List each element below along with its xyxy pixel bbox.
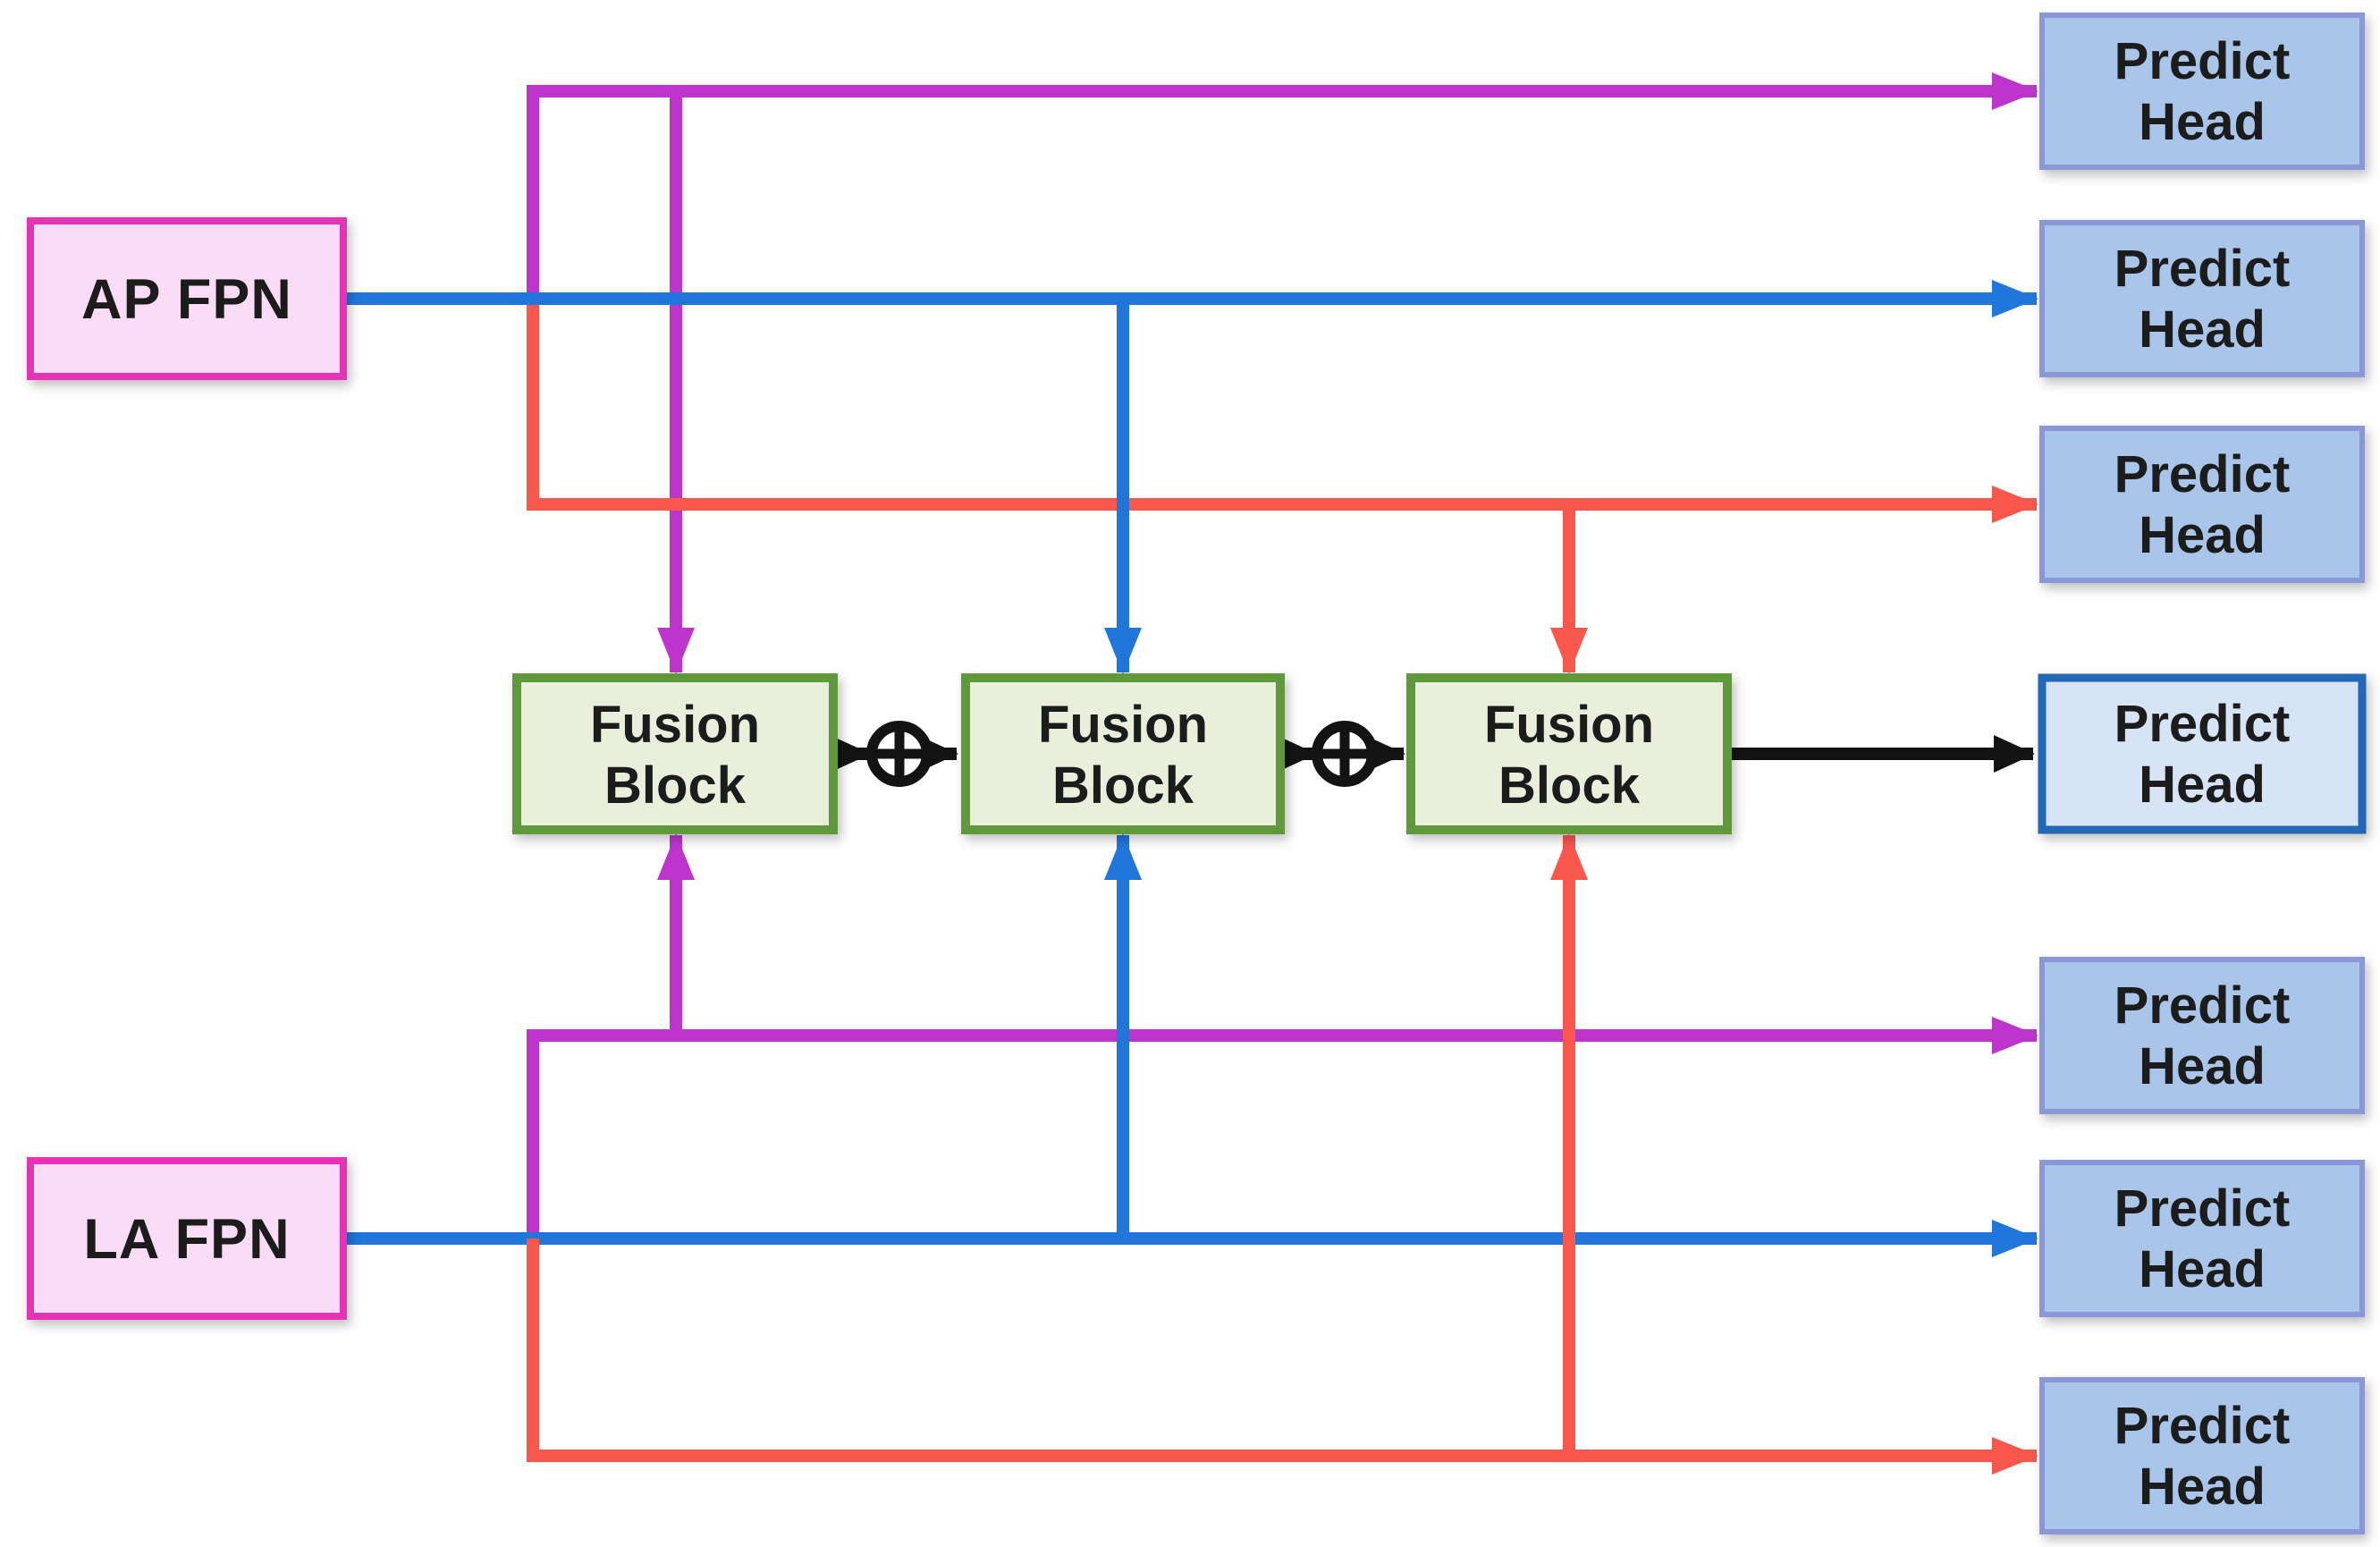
predict-head-label-line2: Head: [2139, 1458, 2266, 1516]
predict-head-label-line1: Predict: [2114, 1397, 2291, 1455]
la-fpn-label: LA FPN: [83, 1208, 290, 1271]
fusion-block-label-line1: Fusion: [1038, 696, 1208, 754]
ap-fpn-box: [27, 217, 347, 380]
predict-head-label-line1: Predict: [2114, 32, 2291, 90]
predict-head-label-line2: Head: [2139, 506, 2266, 564]
fusion-block-label-line1: Fusion: [590, 696, 760, 754]
node-predict-head-3: Predict Head: [2039, 426, 2365, 583]
node-predict-head-7: Predict Head: [2039, 1377, 2365, 1534]
predict-head-box: [2039, 426, 2365, 583]
fusion-block-label-line2: Block: [604, 757, 747, 815]
fusion-block-box: [512, 673, 838, 834]
node-fusion-block-1: Fusion Block: [512, 673, 838, 834]
node-la-fpn: LA FPN: [27, 1157, 347, 1320]
predict-head-box: [2039, 13, 2365, 170]
predict-head-label-line2: Head: [2139, 1037, 2266, 1095]
predict-head-label-line2: Head: [2139, 1240, 2266, 1298]
predict-head-box: [2039, 1160, 2365, 1317]
node-predict-head-4-final: Predict Head: [2038, 673, 2367, 834]
predict-head-label-line2: Head: [2139, 300, 2266, 359]
node-fusion-block-2: Fusion Block: [961, 673, 1285, 834]
predict-head-label-line1: Predict: [2114, 976, 2291, 1035]
predict-head-label-line1: Predict: [2114, 695, 2291, 753]
la-fpn-box: [27, 1157, 347, 1320]
node-ap-fpn: AP FPN: [27, 217, 347, 380]
node-predict-head-6: Predict Head: [2039, 1160, 2365, 1317]
predict-head-label-line1: Predict: [2114, 1179, 2291, 1238]
predict-head-label-line2: Head: [2139, 93, 2266, 151]
predict-head-label-line1: Predict: [2114, 240, 2291, 298]
predict-head-box: [2039, 220, 2365, 377]
fusion-block-label-line2: Block: [1498, 757, 1641, 815]
fusion-block-label-line1: Fusion: [1484, 696, 1654, 754]
node-predict-head-1: Predict Head: [2039, 13, 2365, 170]
circled-plus-icon: [866, 721, 933, 787]
predict-head-box: [2038, 673, 2367, 834]
ap-fpn-label: AP FPN: [81, 268, 292, 331]
predict-head-label-line1: Predict: [2114, 445, 2291, 503]
path-lafpn-to-head5-purple: [527, 1017, 2038, 1238]
fusion-block-box: [1406, 673, 1732, 834]
path-apfpn-to-head1-purple: [527, 72, 2038, 299]
path-lafpn-to-head7-red: [527, 1238, 2038, 1475]
predict-head-label-line2: Head: [2139, 756, 2266, 814]
predict-head-box: [2039, 957, 2365, 1114]
fusion-block-label-line2: Block: [1052, 757, 1194, 815]
node-predict-head-2: Predict Head: [2039, 220, 2365, 377]
node-fusion-block-3: Fusion Block: [1406, 673, 1732, 834]
circled-plus-icon: [1312, 721, 1378, 787]
node-predict-head-5: Predict Head: [2039, 957, 2365, 1114]
fusion-block-box: [961, 673, 1285, 834]
path-apfpn-to-head3-red: [527, 299, 2038, 523]
predict-head-box: [2039, 1377, 2365, 1534]
